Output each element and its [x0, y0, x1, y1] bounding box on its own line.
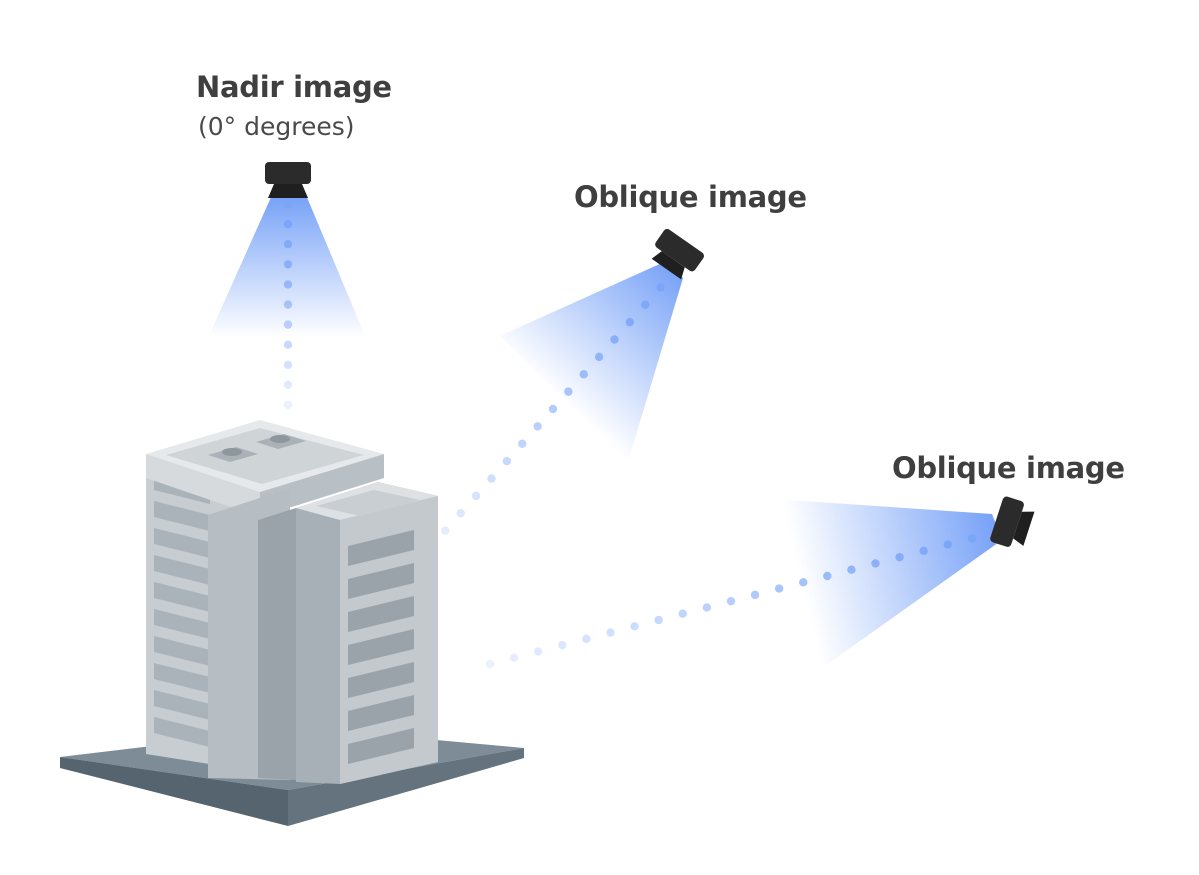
- sight-dot: [283, 300, 293, 309]
- sight-dot: [582, 634, 591, 644]
- window-strip: [348, 563, 414, 599]
- sight-dot: [799, 578, 808, 587]
- oblique-top-beam: [500, 262, 683, 462]
- sight-dot: [283, 219, 293, 229]
- window-strip: [154, 609, 210, 639]
- sight-dot: [594, 352, 604, 362]
- oblique-right-sight-line: [485, 527, 1001, 669]
- oblique-top-label: Oblique image: [574, 180, 807, 214]
- sight-dot: [871, 559, 880, 568]
- sight-dot: [610, 335, 619, 344]
- window-strip: [348, 662, 414, 698]
- sight-dot: [283, 260, 293, 269]
- sight-dot: [558, 640, 567, 650]
- sight-dot: [943, 540, 953, 549]
- window-strip: [154, 501, 210, 531]
- sight-dot: [702, 603, 712, 612]
- sight-dot: [625, 317, 635, 327]
- window-strip: [154, 528, 210, 558]
- nadir-sight-line: [283, 199, 293, 410]
- window-strip: [348, 695, 414, 731]
- sight-dot: [823, 571, 832, 581]
- camera-icon: [990, 496, 1035, 547]
- window-strip: [348, 629, 414, 665]
- sight-dot: [283, 320, 293, 329]
- sight-dot: [533, 647, 543, 656]
- sight-dot: [283, 199, 293, 209]
- sight-dot: [579, 370, 588, 379]
- sight-dot: [919, 546, 928, 556]
- sight-dot: [487, 474, 496, 483]
- sight-dot: [750, 590, 760, 600]
- sight-dot: [641, 300, 650, 309]
- window-strip: [154, 636, 210, 666]
- sight-dot: [548, 404, 558, 414]
- oblique-right-label: Oblique image: [892, 451, 1125, 485]
- window-strip: [154, 663, 210, 693]
- sight-dot: [441, 526, 450, 535]
- sight-dot: [283, 340, 293, 349]
- camera-icon: [265, 162, 311, 198]
- sight-dot: [564, 387, 573, 396]
- window-strip: [348, 728, 414, 764]
- sight-dot: [678, 609, 687, 618]
- window-strip: [154, 690, 210, 720]
- oblique-right-beam: [760, 498, 1002, 668]
- sight-dot: [656, 283, 665, 292]
- camera-icon: [651, 228, 704, 280]
- window-strip: [348, 530, 414, 566]
- window-strip: [154, 717, 210, 747]
- building-icon: [60, 420, 524, 826]
- sight-dot: [283, 360, 293, 369]
- nadir-angle-label: (0° degrees): [198, 112, 355, 141]
- sight-dot: [509, 653, 519, 662]
- sight-dot: [456, 509, 465, 518]
- sight-dot: [726, 596, 736, 606]
- sight-dot: [471, 491, 481, 501]
- sight-dot: [283, 400, 293, 410]
- sight-dot: [283, 380, 293, 390]
- sight-dot: [502, 456, 512, 466]
- window-strip: [154, 582, 210, 612]
- window-strip: [154, 555, 210, 585]
- sight-dot: [967, 534, 977, 543]
- sight-dot: [847, 565, 856, 574]
- sight-dot: [518, 439, 527, 448]
- nadir-label: Nadir image: [196, 70, 392, 104]
- sight-dot: [630, 622, 639, 631]
- sight-dot: [533, 422, 542, 431]
- sight-dot: [654, 615, 663, 625]
- sight-dot: [606, 628, 615, 637]
- sight-dot: [895, 552, 904, 562]
- sight-dot: [283, 240, 293, 249]
- window-strip: [348, 596, 414, 632]
- sight-dot: [283, 280, 293, 289]
- sight-dot: [485, 659, 495, 669]
- sight-dot: [774, 584, 784, 593]
